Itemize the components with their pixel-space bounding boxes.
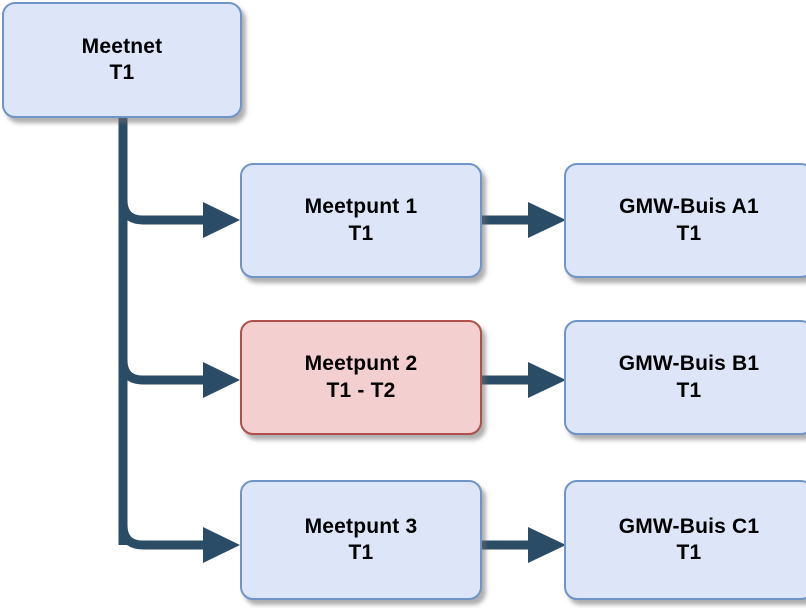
- connector-elbow-meetpunt-1: [118, 199, 205, 225]
- arrowhead-gmw-a1: [528, 202, 566, 238]
- node-meetnet-label: Meetnet: [81, 34, 163, 58]
- node-meetpunt-3-label: Meetpunt 3: [304, 514, 418, 538]
- node-gmw-buis-a1[interactable]: GMW-Buis A1 T1: [564, 163, 806, 278]
- node-meetpunt-3-sublabel: T1: [348, 541, 374, 564]
- arrowhead-meetpunt-3: [203, 527, 240, 563]
- node-meetpunt-1-sublabel: T1: [348, 221, 374, 245]
- connector-elbow-meetpunt-2: [118, 359, 205, 385]
- node-gmw-buis-a1-sublabel: T1: [676, 221, 702, 245]
- node-meetnet[interactable]: Meetnet T1: [2, 2, 242, 118]
- node-meetpunt-1[interactable]: Meetpunt 1 T1: [240, 163, 482, 278]
- node-gmw-buis-c1[interactable]: GMW-Buis C1 T1: [564, 480, 806, 600]
- connector-elbow-meetpunt-3: [118, 524, 205, 550]
- node-meetpunt-3[interactable]: Meetpunt 3 T1: [240, 480, 482, 600]
- node-gmw-buis-c1-label: GMW-Buis C1: [618, 514, 760, 538]
- node-gmw-buis-a1-label: GMW-Buis A1: [619, 195, 759, 219]
- arrowhead-gmw-c1: [528, 527, 566, 563]
- node-gmw-buis-b1-label: GMW-Buis B1: [618, 352, 760, 376]
- node-meetpunt-1-label: Meetpunt 1: [304, 195, 418, 219]
- arrowhead-gmw-b1: [528, 362, 566, 398]
- arrowhead-meetpunt-2: [203, 362, 240, 398]
- arrowhead-meetpunt-1: [203, 202, 240, 238]
- node-meetpunt-2-sublabel: T1 - T2: [326, 378, 396, 402]
- node-meetnet-sublabel: T1: [109, 61, 135, 84]
- node-gmw-buis-b1-sublabel: T1: [676, 378, 702, 402]
- node-meetpunt-2-label: Meetpunt 2: [304, 352, 418, 376]
- node-meetpunt-2[interactable]: Meetpunt 2 T1 - T2: [240, 320, 482, 435]
- node-gmw-buis-b1[interactable]: GMW-Buis B1 T1: [564, 320, 806, 435]
- node-gmw-buis-c1-sublabel: T1: [676, 541, 702, 564]
